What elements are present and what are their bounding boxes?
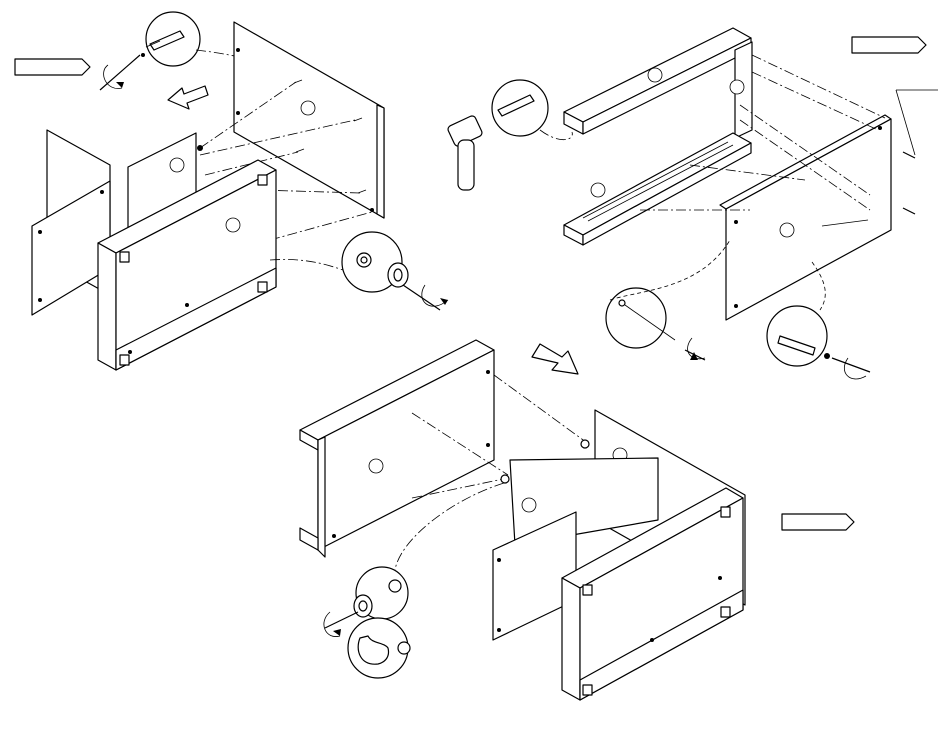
screwdriver-icon [100,55,140,90]
hand-icon [348,618,410,678]
slide-arrow-left [168,86,208,109]
dowel-icon [141,12,200,66]
tag-arrow-right-bottom [782,514,854,530]
screw-magnifier [606,288,705,360]
tag-arrow-left [15,59,90,75]
step-1 [15,12,448,370]
cam-lock-icon [342,232,448,310]
dowel-icon-right [767,306,870,379]
slide-arrow-down [532,344,578,374]
step-2 [447,28,938,379]
hammer-icon [447,80,548,190]
step-3 [300,340,854,700]
tag-arrow-right-top [852,37,926,53]
